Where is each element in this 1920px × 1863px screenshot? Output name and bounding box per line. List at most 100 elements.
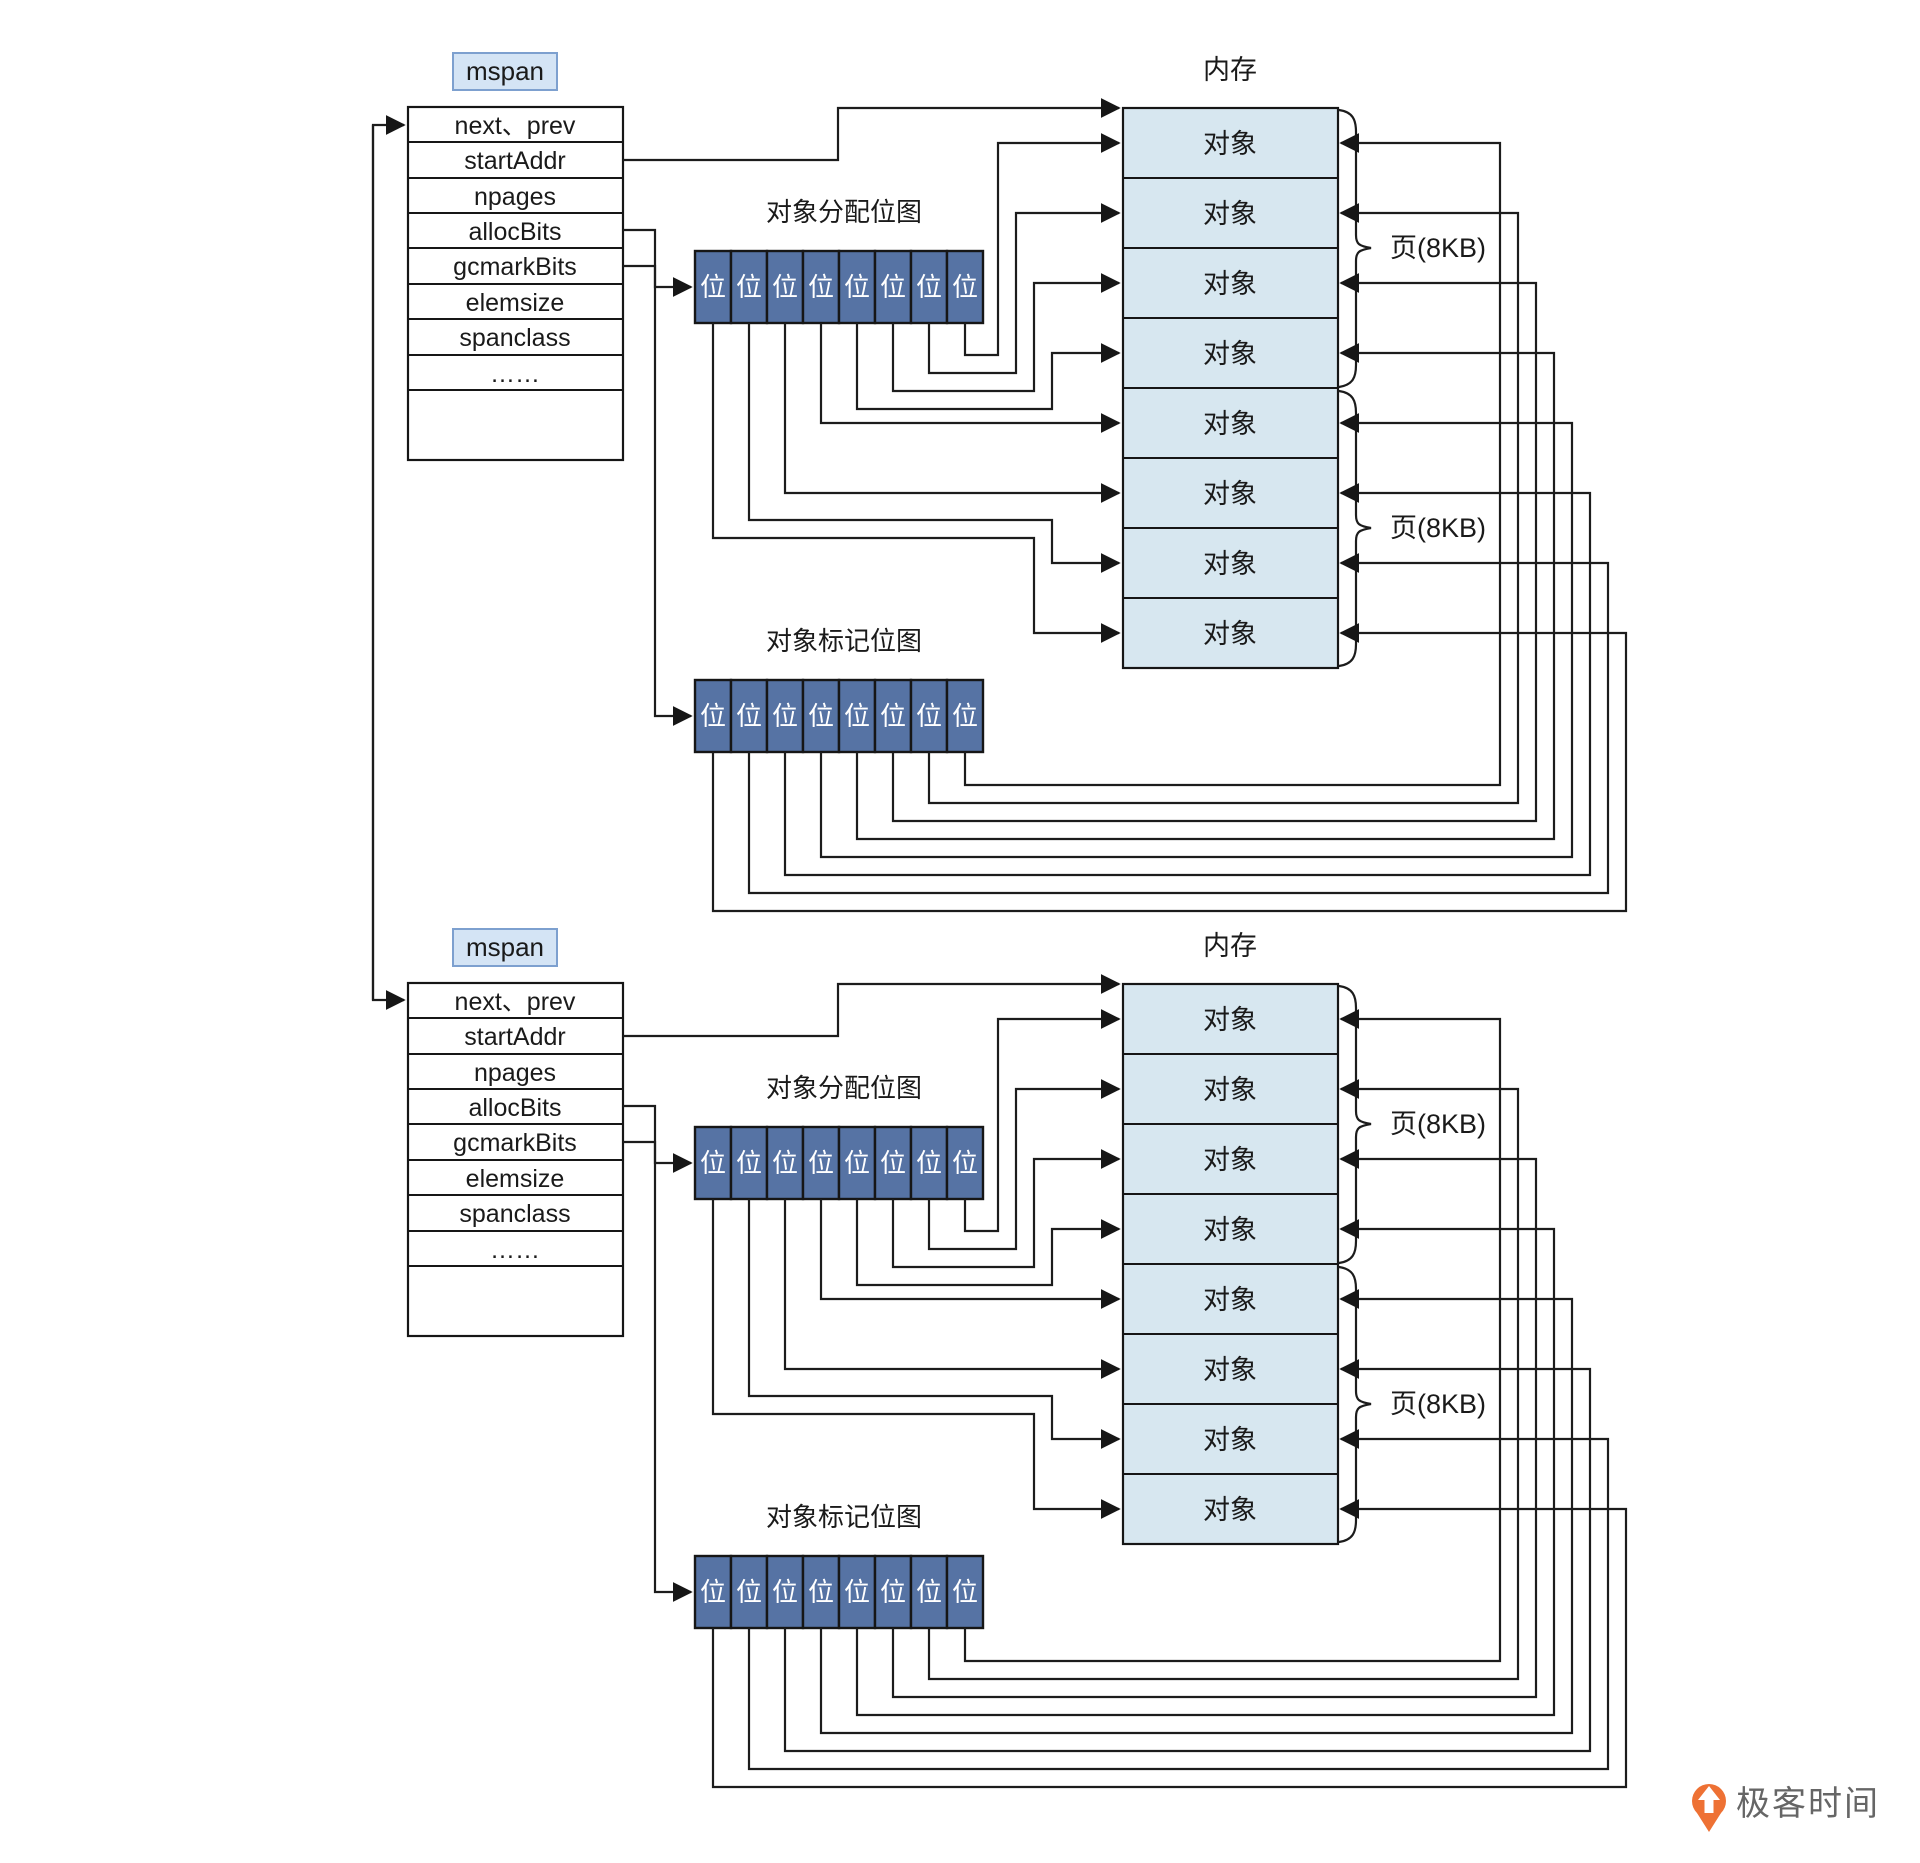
alloc-bit-route: [891, 273, 1121, 393]
alloc-bit-route: [819, 1199, 1121, 1309]
mark-bit-route: [819, 1289, 1574, 1735]
page-brace: [1337, 1265, 1372, 1544]
bit-label: 位: [844, 701, 870, 731]
bit-cell: [945, 678, 985, 754]
mspan-tag-label: mspan: [466, 932, 544, 962]
struct-field-spanclass: spanclass: [459, 1200, 570, 1228]
struct-field-allocbits: allocBits: [468, 218, 561, 246]
bit-cell: [801, 678, 841, 754]
struct-field-gcmarkbits: gcmarkBits: [453, 253, 577, 281]
mark-bit-route: [711, 623, 1628, 913]
bit-label: 位: [700, 1577, 726, 1607]
bit-label: 位: [844, 1148, 870, 1178]
object-label: 对象: [1203, 339, 1257, 369]
struct-field-next-prev: next、prev: [455, 988, 576, 1016]
link-next-arrow: [371, 115, 406, 1000]
object-label: 对象: [1203, 1495, 1257, 1525]
logo-pin-tail: [1697, 1813, 1721, 1832]
page-brace: [1337, 389, 1372, 668]
logo-up-arrow-icon: [1698, 1786, 1720, 1813]
gcmarkbits-route: [623, 264, 693, 726]
object-label: 对象: [1203, 129, 1257, 159]
object-label: 对象: [1203, 1005, 1257, 1035]
bit-label: 位: [772, 1148, 798, 1178]
alloc-bit-route: [855, 1199, 1121, 1287]
bit-label: 位: [952, 272, 978, 302]
alloc-bit-route: [927, 203, 1121, 375]
bit-cell: [801, 249, 841, 325]
alloc-bit-route: [927, 1079, 1121, 1251]
mark-bit-route: [747, 553, 1610, 895]
allocbits-route: [623, 1104, 693, 1173]
mark-bit-route: [747, 1429, 1610, 1771]
mark-bit-route: [855, 1219, 1556, 1717]
page-size-label: 页(8KB): [1390, 1109, 1486, 1139]
alloc-bit-route: [747, 1199, 1121, 1449]
object-label: 对象: [1203, 409, 1257, 439]
bit-cell: [909, 678, 949, 754]
bit-cell: [945, 1125, 985, 1201]
bit-label: 位: [700, 1148, 726, 1178]
struct-field-elemsize: elemsize: [466, 289, 565, 317]
mark-bit-route: [783, 1359, 1592, 1753]
bit-label: 位: [736, 272, 762, 302]
mark-bit-route: [963, 133, 1502, 787]
alloc-bit-route: [891, 1149, 1121, 1269]
bit-label: 位: [808, 1148, 834, 1178]
bit-label: 位: [916, 1148, 942, 1178]
bit-label: 位: [952, 1148, 978, 1178]
bit-cell: [945, 1554, 985, 1630]
struct-field-gcmarkbits: gcmarkBits: [453, 1129, 577, 1157]
memory-column: 对象 对象 对象 对象 对象 对象 对象 对象: [1121, 106, 1340, 670]
mark-bit-route: [819, 413, 1574, 859]
bit-label: 位: [844, 272, 870, 302]
bit-cell: [729, 1125, 769, 1201]
struct-field-ellipsis: ……: [490, 360, 540, 388]
page-brace: [1337, 984, 1372, 1265]
bit-label: 位: [808, 701, 834, 731]
object-label: 对象: [1203, 269, 1257, 299]
bit-label: 位: [736, 701, 762, 731]
alloc-bitmap-title: 对象分配位图: [766, 197, 922, 227]
bit-label: 位: [772, 1577, 798, 1607]
mark-bitmap: 位 位 位 位 位 位 位 位: [693, 1554, 985, 1630]
alloc-bit-route: [963, 1009, 1121, 1233]
object-label: 对象: [1203, 1215, 1257, 1245]
mark-bit-route: [927, 203, 1520, 805]
bit-label: 位: [772, 272, 798, 302]
alloc-bitmap: 位 位 位 位 位 位 位 位: [693, 249, 985, 325]
struct-field-npages: npages: [474, 1059, 556, 1087]
bit-label: 位: [916, 1577, 942, 1607]
bit-label: 位: [700, 272, 726, 302]
bit-label: 位: [736, 1577, 762, 1607]
bit-label: 位: [772, 701, 798, 731]
startaddr-route: [623, 98, 1121, 162]
object-label: 对象: [1203, 619, 1257, 649]
bit-label: 位: [808, 272, 834, 302]
brand-name: 极客时间: [1736, 1785, 1880, 1823]
mark-bit-route: [891, 273, 1538, 823]
memory-title: 内存: [1203, 55, 1257, 85]
bit-cell: [837, 249, 877, 325]
gcmarkbits-route: [623, 1140, 693, 1602]
bit-label: 位: [808, 1577, 834, 1607]
mark-bit-route: [927, 1079, 1520, 1681]
object-label: 对象: [1203, 1075, 1257, 1105]
bit-cell: [765, 1554, 805, 1630]
bit-label: 位: [736, 1148, 762, 1178]
alloc-bit-route: [783, 1199, 1121, 1379]
bit-cell: [873, 249, 913, 325]
alloc-bitmap: 位 位 位 位 位 位 位 位: [693, 1125, 985, 1201]
mark-bitmap: 位 位 位 位 位 位 位 位: [693, 678, 985, 754]
bit-cell: [873, 1125, 913, 1201]
object-label: 对象: [1203, 1355, 1257, 1385]
object-label: 对象: [1203, 1145, 1257, 1175]
struct-field-allocbits: allocBits: [468, 1094, 561, 1122]
alloc-bit-route: [711, 1199, 1121, 1519]
bit-label: 位: [844, 1577, 870, 1607]
mspan-bottom: mspan next、prev startAddr npages allocBi…: [406, 928, 1628, 1789]
alloc-bit-route: [855, 323, 1121, 411]
struct-field-spanclass: spanclass: [459, 324, 570, 352]
